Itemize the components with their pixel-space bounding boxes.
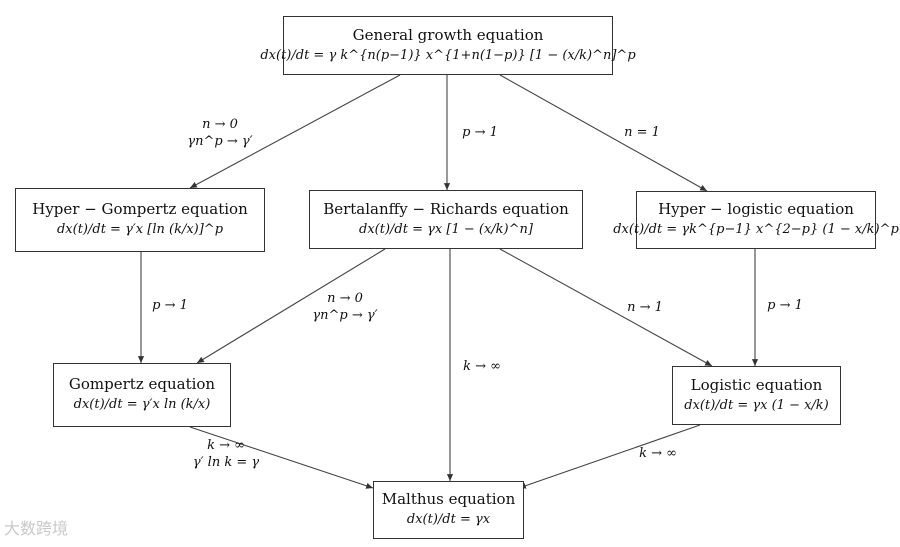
node-title: Gompertz equation <box>68 375 216 393</box>
edge-label-line: p → 1 <box>767 298 803 313</box>
edge-label-line: p → 1 <box>152 298 188 313</box>
edge-label-bertalanffy-to-malthus: k → ∞ <box>452 358 512 375</box>
watermark-logo: 大数跨境 <box>4 515 68 539</box>
node-title: Hyper − logistic equation <box>658 200 854 218</box>
edge-label-hyper-gompertz-to-gompertz: p → 1 <box>140 297 200 314</box>
node-equation: dx(t)/dt = γ′x [ln (k/x)]^p <box>56 222 224 237</box>
edge-label-hyper-logistic-to-logistic: p → 1 <box>755 297 815 314</box>
node-title: Bertalanffy − Richards equation <box>323 199 569 218</box>
edge-label-logistic-to-malthus: k → ∞ <box>628 445 688 462</box>
edge-label-line: k → ∞ <box>463 359 501 374</box>
node-title: Malthus equation <box>381 490 516 508</box>
edge-label-general-to-bertalanffy: p → 1 <box>450 124 510 141</box>
edge-label-bertalanffy-to-logistic: n → 1 <box>615 299 675 316</box>
edge-label-line: k → ∞ <box>639 446 677 461</box>
edge-label-line: γn^p → γ′ <box>312 308 378 323</box>
arrow-gompertz-to-malthus <box>189 426 374 489</box>
arrow-logistic-to-malthus <box>518 424 701 489</box>
node-hyper-logistic: Hyper − logistic equation dx(t)/dt = γk^… <box>613 191 899 249</box>
edge-label-line: p → 1 <box>462 125 498 140</box>
node-equation: dx(t)/dt = γx [1 − (x/k)^n] <box>359 221 533 237</box>
edge-label-general-to-hyper-logistic: n = 1 <box>612 124 672 141</box>
node-equation: dx(t)/dt = γx <box>406 512 491 527</box>
node-title: Hyper − Gompertz equation <box>32 200 248 218</box>
node-equation: dx(t)/dt = γk^{p−1} x^{2−p} (1 − x/k)^p <box>613 222 899 237</box>
node-equation: dx(t)/dt = γ k^{n(p−1)} x^{1+n(1−p)} [1 … <box>260 47 636 63</box>
node-title: Logistic equation <box>690 375 823 394</box>
node-equation: dx(t)/dt = γx (1 − x/k) <box>684 397 829 413</box>
arrow-general-to-hyper-gompertz <box>189 74 401 189</box>
node-title: General growth equation <box>352 25 544 44</box>
edge-label-line: n → 0 <box>327 291 363 306</box>
node-logistic: Logistic equation dx(t)/dt = γx (1 − x/k… <box>672 366 841 425</box>
edge-label-line: k → ∞ <box>207 438 245 453</box>
arrow-bertalanffy-to-logistic <box>499 248 713 367</box>
edge-label-gompertz-to-malthus: k → ∞ γ′ ln k = γ <box>180 437 272 471</box>
edge-label-line: γn^p → γ′ <box>187 134 253 149</box>
edge-label-line: γ′ ln k = γ <box>192 455 260 470</box>
arrow-general-to-hyper-logistic <box>499 74 708 192</box>
edge-label-bertalanffy-to-gompertz: n → 0 γn^p → γ′ <box>305 290 385 324</box>
node-general-growth: General growth equation dx(t)/dt = γ k^{… <box>260 16 636 75</box>
node-gompertz: Gompertz equation dx(t)/dt = γ′x ln (k/x… <box>53 363 231 427</box>
edge-label-line: n = 1 <box>624 125 660 140</box>
edge-label-general-to-hyper-gompertz: n → 0 γn^p → γ′ <box>180 116 260 150</box>
edge-label-line: n → 1 <box>627 300 663 315</box>
node-equation: dx(t)/dt = γ′x ln (k/x) <box>73 397 211 412</box>
node-bertalanffy-richards: Bertalanffy − Richards equation dx(t)/dt… <box>309 190 583 249</box>
arrow-bertalanffy-to-gompertz <box>196 248 386 364</box>
watermark-text: 大数跨境 <box>4 519 69 538</box>
node-malthus: Malthus equation dx(t)/dt = γx <box>373 481 524 539</box>
edge-label-line: n → 0 <box>202 117 238 132</box>
node-hyper-gompertz: Hyper − Gompertz equation dx(t)/dt = γ′x… <box>15 188 265 252</box>
